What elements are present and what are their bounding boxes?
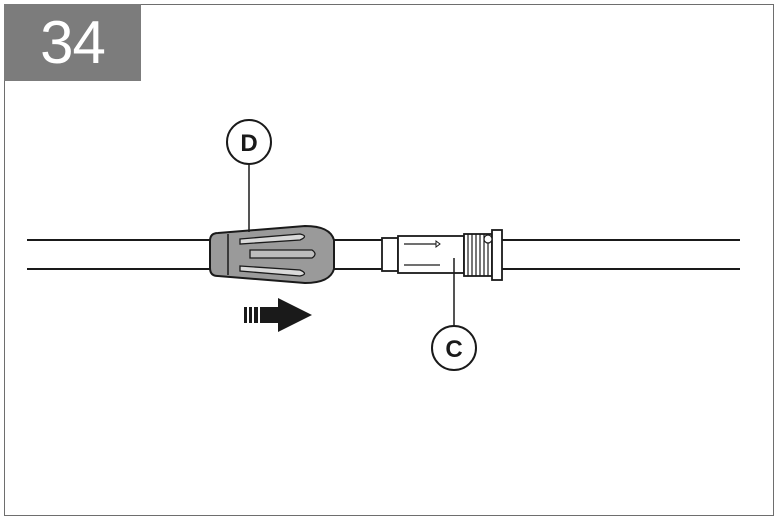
step-badge: 34: [4, 4, 141, 81]
callout-d-label: D: [240, 130, 257, 157]
direction-arrow-icon: [244, 298, 312, 332]
connector-body-c: [381, 229, 503, 281]
right-cable: [500, 239, 740, 270]
callout-c: C: [431, 258, 477, 371]
callout-d: D: [226, 119, 272, 232]
middle-cable: [332, 239, 384, 270]
callout-c-label: C: [445, 336, 462, 363]
step-number: 34: [40, 9, 106, 76]
left-cable: [27, 239, 218, 270]
union-nut-d: [209, 224, 335, 285]
